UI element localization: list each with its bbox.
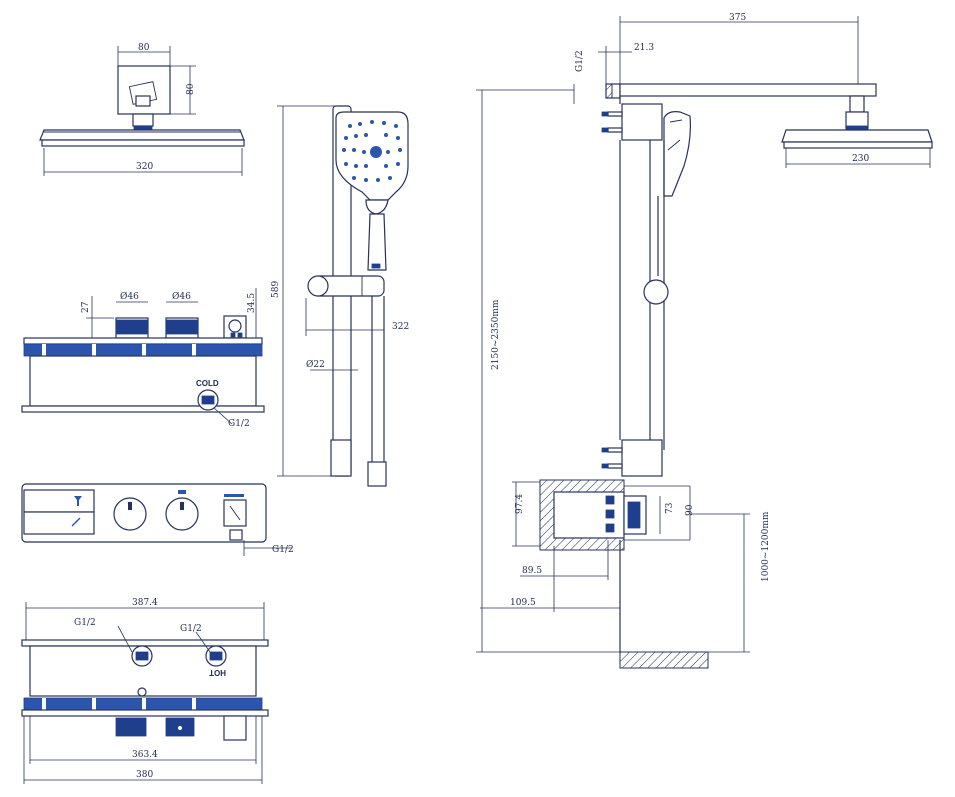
spray-center	[370, 146, 382, 158]
dim-head-height-small: 80	[186, 83, 196, 95]
dim-head-width-320: 320	[136, 162, 153, 172]
shower-arm	[619, 83, 877, 97]
installation-view: 375 21.3 G1/2 230	[476, 13, 933, 669]
side-slider	[643, 279, 669, 305]
label-hot: HOT	[209, 668, 226, 677]
connector	[132, 113, 154, 127]
button-lower	[23, 511, 95, 535]
top-outlet	[223, 715, 247, 741]
spray-button	[365, 199, 389, 215]
hand-shower-view: 589 322 Ø22	[271, 105, 409, 487]
dim-total-height: 2150~2350mm	[491, 299, 501, 370]
dim-box-depth-1: 89.5	[522, 566, 542, 576]
head-connector	[845, 111, 869, 129]
stem	[135, 95, 151, 107]
floor-hatch	[619, 651, 709, 669]
dim-hand-shower-height: 589	[271, 281, 281, 298]
dim-knob-height: 34.5	[247, 293, 257, 313]
head-face	[41, 139, 245, 147]
rain-head	[781, 129, 933, 143]
dim-head-width-230: 230	[852, 154, 869, 164]
temp-mark	[178, 490, 186, 494]
dim-thread-left: G1/2	[74, 618, 96, 628]
valve-body	[29, 355, 257, 407]
dim-cold-thread: G1/2	[228, 419, 250, 429]
dim-box-depth-2: 109.5	[510, 598, 536, 608]
upper-bracket	[621, 103, 663, 141]
dim-rail-offset: 322	[392, 322, 409, 332]
dim-install-height: 1000~1200mm	[761, 511, 771, 582]
front-outlet-nipple	[229, 529, 243, 541]
dim-knob-dia-2: Ø46	[172, 291, 191, 302]
hand-shower-side	[663, 111, 691, 197]
dim-valve-73: 73	[665, 502, 675, 514]
top-back	[21, 639, 269, 647]
lower-bracket	[621, 439, 663, 477]
thermostat-front-view: G1/2	[21, 483, 294, 556]
rain-head-face	[783, 141, 933, 149]
head-top	[39, 129, 245, 141]
knob-1-fill	[115, 319, 149, 335]
valve-base	[21, 405, 265, 413]
label-cold: COLD	[196, 379, 219, 388]
dim-width-387: 387.4	[132, 598, 158, 608]
arm-connector	[849, 95, 865, 113]
top-front	[21, 709, 269, 717]
panel-top	[23, 337, 263, 345]
knob-2-fill	[165, 319, 199, 335]
shower-icon	[74, 496, 82, 506]
button-upper	[23, 489, 95, 513]
wall-plate	[117, 65, 171, 115]
handshower-icon	[71, 517, 81, 527]
dim-width-363: 363.4	[132, 750, 158, 760]
dim-thread-right: G1/2	[180, 624, 202, 634]
handle-mark	[371, 263, 381, 269]
hose-connector	[367, 461, 387, 487]
rail-bottom-bracket	[330, 439, 352, 477]
hand-shower-handle	[367, 213, 387, 271]
shower-head-320-view: 80 80 320	[39, 43, 245, 176]
thermostat-top-view: 387.4 HOT G1/2 G1/2 363.4 380	[21, 598, 269, 784]
dim-box-height: 97.4	[515, 494, 525, 514]
dim-width-380: 380	[136, 770, 153, 780]
slider-knob	[307, 275, 329, 297]
dim-knob-recess: 27	[81, 301, 91, 313]
front-knob-1	[113, 497, 147, 531]
dim-arm-length: 375	[729, 13, 746, 23]
dim-front-thread: G1/2	[272, 545, 294, 555]
dim-head-width-small: 80	[138, 43, 150, 53]
top-knob-1	[115, 717, 147, 737]
spray-nozzles	[342, 120, 402, 182]
dim-arm-offset: 21.3	[634, 43, 654, 53]
dim-rail-diameter: Ø22	[306, 359, 325, 370]
thermostat-side-view: 27 Ø46 Ø46 34.5 COLD G1/2	[21, 288, 265, 429]
front-knob-2	[165, 497, 199, 531]
dim-arm-thread: G1/2	[575, 50, 585, 72]
dim-valve-90: 90	[685, 504, 695, 516]
dim-knob-dia-1: Ø46	[120, 291, 139, 302]
